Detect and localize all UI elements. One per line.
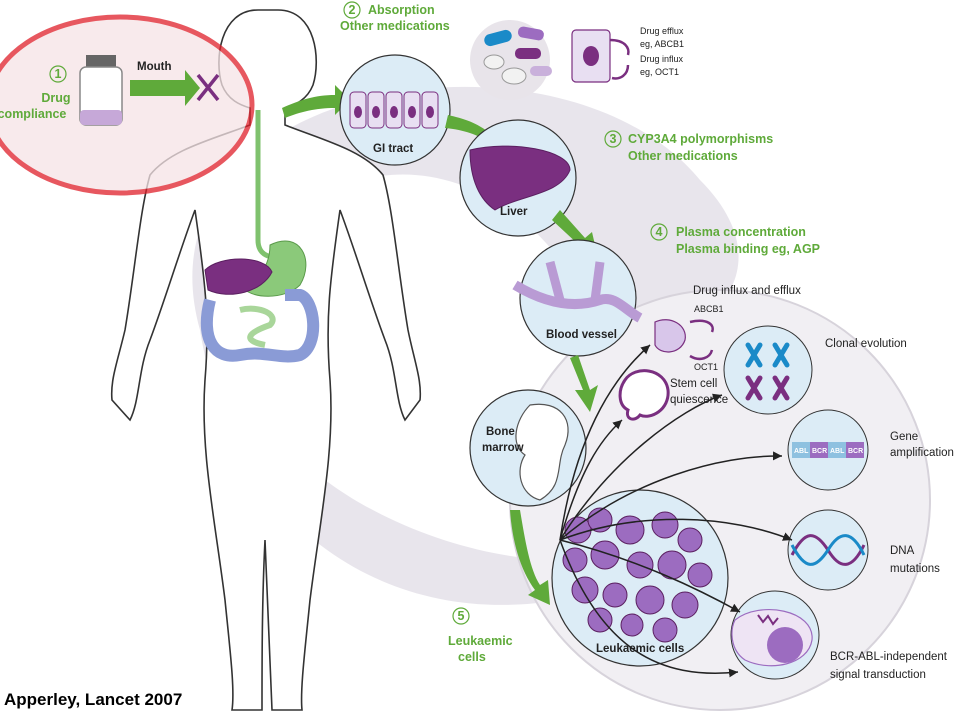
step2-number: 2 bbox=[349, 3, 356, 17]
gene-block-1: ABL bbox=[794, 448, 809, 455]
step4-number-circle bbox=[650, 223, 668, 241]
mouth-label: Mouth bbox=[137, 61, 171, 73]
bone-marrow-line1: Bone bbox=[486, 426, 515, 438]
arrow-to-gi bbox=[282, 85, 350, 118]
mechanism-arrows bbox=[559, 344, 793, 678]
intestines bbox=[200, 289, 320, 363]
medicine-bottle bbox=[79, 55, 123, 126]
efflux-line2: eg, ABCB1 bbox=[640, 39, 684, 49]
signal-nucleus bbox=[767, 627, 803, 663]
gi-tract-label: GI tract bbox=[373, 143, 413, 155]
arrow-to-leukaemic bbox=[510, 510, 550, 605]
clonal-circle bbox=[723, 325, 813, 415]
arrow-to-bone-marrow bbox=[570, 355, 598, 412]
highlight-ring bbox=[0, 14, 255, 196]
step4-line1: Plasma concentration bbox=[676, 225, 806, 239]
blood-vessel-label: Blood vessel bbox=[546, 329, 617, 341]
efflux-line1: Drug efflux bbox=[640, 26, 684, 36]
influx-line2: eg, OCT1 bbox=[640, 67, 679, 77]
step1-line2: compliance bbox=[0, 107, 66, 121]
step1-number-circle bbox=[49, 65, 67, 83]
step3-number: 3 bbox=[610, 132, 617, 146]
oct1-label: OCT1 bbox=[694, 362, 718, 372]
gene-block-2: BCR bbox=[812, 448, 827, 455]
pelvis-bone bbox=[515, 403, 569, 501]
abcb1-arrow bbox=[689, 319, 714, 333]
influx-arrow bbox=[611, 64, 630, 80]
small-cell bbox=[654, 319, 686, 353]
mouth-arrow bbox=[130, 70, 200, 106]
small-intestine bbox=[239, 305, 276, 348]
step3-number-circle bbox=[604, 130, 622, 148]
efflux-arrow bbox=[609, 38, 630, 56]
step4-number: 4 bbox=[656, 225, 663, 239]
step5-line2: cells bbox=[458, 650, 486, 664]
step5-line1: Leukaemic bbox=[448, 634, 513, 648]
liver-label: Liver bbox=[500, 206, 528, 218]
stem-cell-line1: Stem cell bbox=[670, 378, 717, 390]
grey-background-ring bbox=[192, 86, 739, 605]
step3-line1: CYP3A4 polymorphisms bbox=[628, 132, 773, 146]
step4-line2: Plasma binding eg, AGP bbox=[676, 242, 820, 256]
step2-line2: Other medications bbox=[340, 19, 450, 33]
gene-blocks bbox=[792, 442, 864, 458]
liver-organ bbox=[469, 145, 571, 211]
clonal-label: Clonal evolution bbox=[825, 338, 907, 350]
step1-number: 1 bbox=[55, 67, 62, 81]
step2-number-circle bbox=[343, 1, 361, 19]
gene-amp-line1: Gene bbox=[890, 431, 918, 443]
dna-line1: DNA bbox=[890, 545, 915, 557]
chromosomes-icon bbox=[745, 342, 790, 401]
blocked-cross-icon bbox=[196, 73, 220, 102]
liver-in-body bbox=[204, 258, 273, 295]
gene-block-4: BCR bbox=[848, 448, 863, 455]
gene-block-3: ABL bbox=[830, 448, 845, 455]
signal-line2: signal transduction bbox=[830, 669, 926, 681]
influx-line1: Drug influx bbox=[640, 54, 684, 64]
dna-strand-2 bbox=[790, 534, 866, 566]
step2-line1: Absorption bbox=[368, 3, 435, 17]
blood-vessel-branch2 bbox=[590, 261, 605, 301]
oct1-arrow bbox=[689, 349, 714, 361]
step5-number: 5 bbox=[458, 609, 465, 623]
dna-line2: mutations bbox=[890, 563, 940, 575]
step3-line2: Other medications bbox=[628, 149, 738, 163]
gene-amp-line2: amplification bbox=[890, 447, 954, 459]
step5-number-circle bbox=[452, 607, 470, 625]
signal-squiggle bbox=[757, 614, 779, 626]
transport-cell-nucleus bbox=[583, 46, 599, 66]
leukaemic-cells-label: Leukaemic cells bbox=[596, 643, 684, 655]
citation-credit: Apperley, Lancet 2007 bbox=[4, 690, 183, 709]
influx-efflux-label: Drug influx and efflux bbox=[693, 285, 801, 297]
blood-vessel-tube bbox=[512, 280, 643, 323]
blood-vessel-branch1 bbox=[545, 260, 565, 302]
abcb1-label: ABCB1 bbox=[694, 304, 724, 314]
bone-marrow-line2: marrow bbox=[482, 442, 524, 454]
pills bbox=[470, 20, 552, 100]
stem-cell bbox=[618, 369, 670, 421]
gi-nuclei bbox=[354, 106, 434, 118]
step1-line1: Drug bbox=[41, 91, 70, 105]
signal-line1: BCR-ABL-independent bbox=[830, 651, 948, 663]
